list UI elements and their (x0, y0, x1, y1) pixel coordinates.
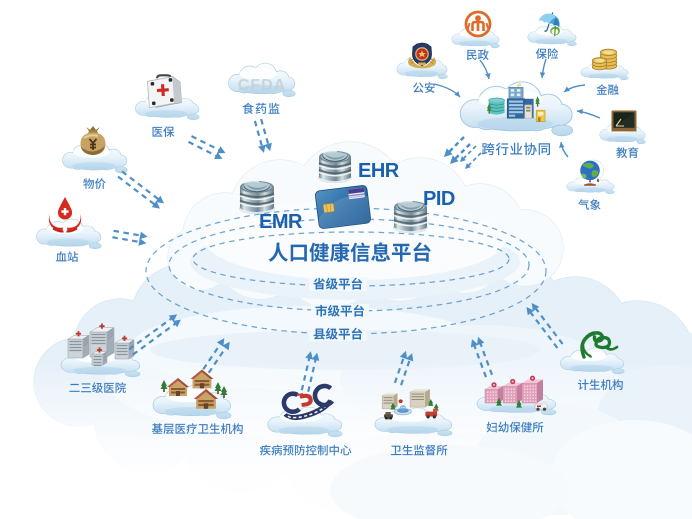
svg-text:CFDA: CFDA (238, 77, 286, 94)
svg-text:PID: PID (423, 188, 455, 210)
svg-text:EHR: EHR (358, 160, 400, 182)
svg-text:EMR: EMR (259, 211, 303, 233)
